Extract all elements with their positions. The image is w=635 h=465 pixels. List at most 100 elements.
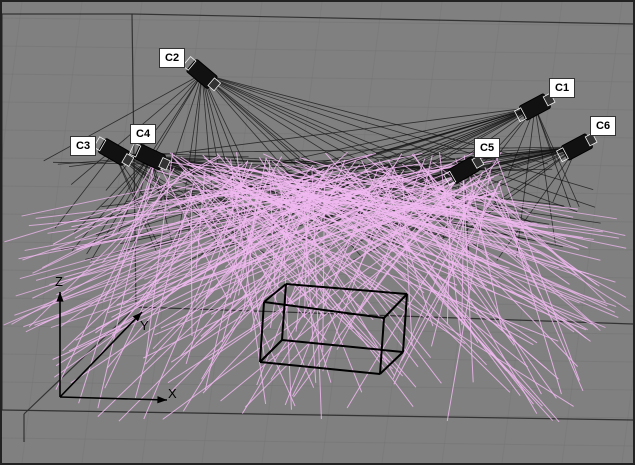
- box-edge: [402, 293, 408, 353]
- camera-lens: [584, 132, 598, 147]
- camera-lens: [121, 153, 135, 167]
- camera-icon: [513, 92, 556, 123]
- box-edge: [281, 339, 404, 353]
- reconstructed-ray: [32, 164, 260, 274]
- reconstructed-ray: [11, 186, 255, 325]
- reconstructed-ray: [301, 177, 317, 383]
- room-outline: [2, 13, 633, 442]
- reconstructed-ray: [411, 188, 483, 262]
- reconstructed-ray: [180, 173, 583, 238]
- reconstructed-ray: [495, 156, 580, 381]
- reconstructed-ray: [4, 172, 233, 243]
- reconstructed-ray: [102, 167, 175, 302]
- reconstructed-ray: [286, 192, 606, 329]
- camera-label-c4: C4: [130, 124, 157, 144]
- reconstructed-ray: [35, 162, 465, 281]
- reconstructed-ray: [34, 195, 418, 326]
- reconstructed-ray: [244, 176, 475, 408]
- box-edge: [263, 283, 287, 303]
- camera-ray: [201, 73, 449, 176]
- reconstructed-ray: [180, 156, 466, 345]
- cameras: [93, 55, 598, 186]
- reconstructed-ray: [439, 152, 462, 336]
- room-edge: [2, 409, 633, 421]
- reconstructed-ray: [19, 190, 336, 280]
- reconstructed-ray: [256, 184, 617, 307]
- reconstructed-ray: [24, 195, 323, 251]
- camera-label-c6: C6: [590, 116, 617, 136]
- reconstructed-ray: [41, 184, 396, 309]
- reconstructed-ray: [106, 195, 254, 369]
- reconstructed-ray: [117, 174, 155, 260]
- reconstructed-ray: [461, 155, 465, 326]
- reconstructed-ray: [322, 181, 326, 352]
- reconstructed-ray: [169, 152, 574, 407]
- grid-line: [321, 2, 383, 463]
- reconstructed-ray: [47, 189, 339, 234]
- reconstructed-ray: [498, 182, 562, 395]
- reconstructed-ray: [428, 188, 601, 331]
- reconstructed-ray: [224, 192, 324, 317]
- reconstructed-ray: [234, 179, 534, 346]
- reconstructed-ray: [332, 198, 619, 318]
- camera-ray: [255, 106, 536, 168]
- camera-ray: [189, 146, 578, 153]
- grid-line: [2, 437, 633, 447]
- y-axis-arrow-head: [132, 312, 142, 322]
- reconstructed-ray: [268, 159, 276, 298]
- reconstructed-ray: [364, 169, 580, 272]
- camera-icon: [443, 155, 485, 186]
- axis-gizmo: [56, 292, 168, 404]
- reconstructed-ray: [263, 153, 497, 266]
- camera-ray: [187, 73, 203, 242]
- grid-line: [2, 2, 23, 160]
- reconstructed-ray: [236, 152, 265, 357]
- y-axis-arrow: [59, 311, 143, 398]
- camera-rays-black: [43, 73, 601, 262]
- reconstructed-ray: [118, 196, 343, 422]
- camera-icon: [182, 55, 222, 92]
- camera-ray: [404, 106, 536, 169]
- reconstructed-ray: [18, 188, 377, 260]
- reconstructed-ray: [472, 183, 531, 215]
- axis-label-y: Y: [140, 318, 149, 333]
- reconstructed-ray: [432, 161, 598, 286]
- grid-line: [2, 297, 633, 307]
- reconstructed-ray: [32, 199, 241, 299]
- camera-label-c1: C1: [549, 78, 576, 98]
- grid-line: [201, 2, 263, 463]
- grid-line: [2, 73, 633, 83]
- reconstructed-ray: [348, 184, 588, 331]
- camera-ray: [54, 151, 115, 229]
- reconstructed-ray: [35, 181, 332, 219]
- reconstructed-ray: [303, 165, 616, 313]
- box-edge: [379, 317, 385, 375]
- camera-mount: [513, 107, 527, 123]
- reconstructed-ray: [97, 163, 155, 409]
- reconstructed-ray: [228, 168, 601, 261]
- grid-line: [2, 45, 633, 55]
- room-edge: [131, 13, 633, 25]
- reconstructed-ray: [202, 187, 393, 370]
- reconstructed-ray: [28, 177, 180, 328]
- camera-label-c2: C2: [159, 48, 186, 68]
- reconstructed-ray: [60, 185, 444, 224]
- reconstructed-ray: [21, 180, 187, 217]
- reconstructed-ray: [55, 175, 161, 390]
- reconstructed-ray: [142, 193, 471, 359]
- camera-mount: [182, 55, 197, 71]
- reconstructed-ray: [280, 192, 292, 410]
- box-edge: [285, 283, 408, 295]
- camera-icon: [93, 136, 135, 167]
- reconstructed-ray: [74, 156, 221, 239]
- grid-line: [2, 129, 633, 139]
- camera-ray: [73, 156, 151, 233]
- reconstructed-ray: [42, 163, 243, 269]
- reconstructed-ray: [282, 185, 585, 302]
- reconstructed-ray: [158, 165, 229, 300]
- grid-line: [621, 374, 633, 463]
- camera-mount: [128, 142, 142, 158]
- reconstructed-ray: [231, 175, 353, 330]
